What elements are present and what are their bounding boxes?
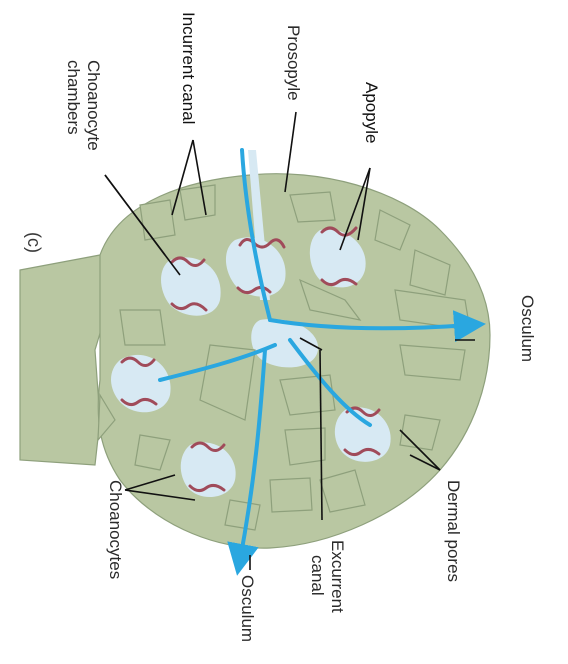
- prosopyle-label: Prosopyle: [284, 25, 303, 101]
- choanocyte-chambers-label-line1: Choanocyte: [84, 60, 103, 151]
- apopyle-label: Apopyle: [362, 82, 381, 143]
- sponge-base: [20, 255, 110, 465]
- panel-letter: (c): [24, 232, 44, 253]
- osculum-right-label: Osculum: [518, 295, 537, 362]
- choanocyte-chambers-label-line2: chambers: [64, 60, 83, 135]
- osculum-bottom-label: Osculum: [238, 575, 257, 642]
- choanocytes-label: Choanocytes: [106, 480, 125, 579]
- dermal-pores-label: Dermal pores: [444, 480, 463, 582]
- incurrent-canal-label: Incurrent canal: [179, 12, 198, 124]
- excurrent-canal-label-line1: Excurrent: [328, 540, 347, 613]
- excurrent-canal-label-line2: canal: [308, 555, 327, 596]
